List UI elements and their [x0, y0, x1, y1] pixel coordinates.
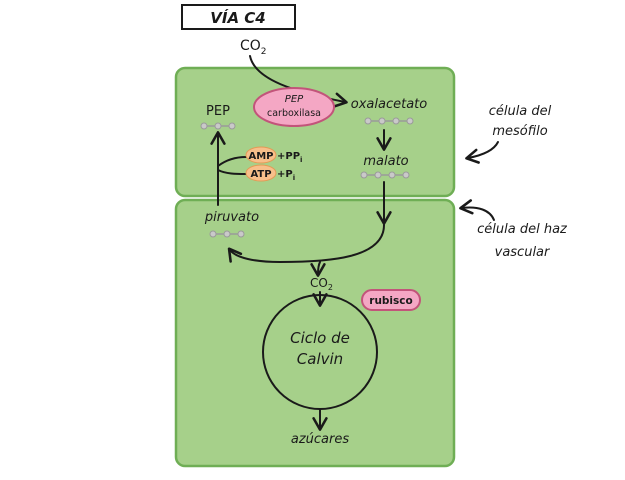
- mesophyll-cell: [174, 66, 456, 198]
- amp-side-label: +PPi: [277, 151, 302, 164]
- mesophyll-pointer-arrow: [465, 141, 499, 164]
- atp-branch-arrow: [217, 169, 247, 175]
- oxaloacetate-label: oxalacetato: [351, 97, 427, 112]
- atp-badge: ATP: [245, 164, 277, 182]
- co2-input-label: CO2: [240, 38, 267, 57]
- pep-molecule: [200, 122, 236, 130]
- malate-molecule: [360, 171, 410, 179]
- amp-badge: AMP: [245, 146, 277, 164]
- co2-release-arrow: [310, 261, 326, 277]
- oxaloacetate-molecule: [364, 117, 414, 125]
- bundle-pointer-arrow: [459, 199, 495, 221]
- amp-label: AMP: [248, 151, 273, 162]
- pep-carboxylase-enzyme: PEP carboxilasa: [253, 87, 335, 127]
- pep-label: PEP: [206, 104, 230, 119]
- bundle-label-line2: vascular: [495, 245, 551, 260]
- malate-to-pyruvate-arrow: [227, 224, 385, 263]
- mesophyll-label-line2: mesófilo: [492, 124, 547, 139]
- enzyme-label-line2: carboxilasa: [267, 108, 321, 119]
- sugars-label: azúcares: [291, 432, 349, 447]
- title-box: VÍA C4: [181, 4, 296, 30]
- malate-label: malato: [363, 154, 408, 169]
- atp-side-label: +Pi: [277, 169, 295, 182]
- pyruvate-label: piruvato: [204, 210, 259, 225]
- bundle-label-line1: célula del haz: [477, 222, 568, 237]
- enzyme-label-line1: PEP: [285, 94, 304, 105]
- rubisco-enzyme: rubisco: [361, 289, 421, 311]
- amp-branch-arrow: [217, 156, 247, 167]
- atp-label: ATP: [250, 169, 271, 180]
- rubisco-label: rubisco: [369, 295, 412, 307]
- mesophyll-label-line1: célula del: [489, 104, 552, 119]
- calvin-label-line2: Calvin: [297, 350, 343, 368]
- calvin-label-line1: Ciclo de: [290, 329, 350, 347]
- bundle-sheath-cell: [174, 198, 456, 468]
- title: VÍA C4: [210, 8, 265, 27]
- co2-bundle-label: CO2: [310, 276, 333, 292]
- pyruvate-molecule: [209, 230, 245, 238]
